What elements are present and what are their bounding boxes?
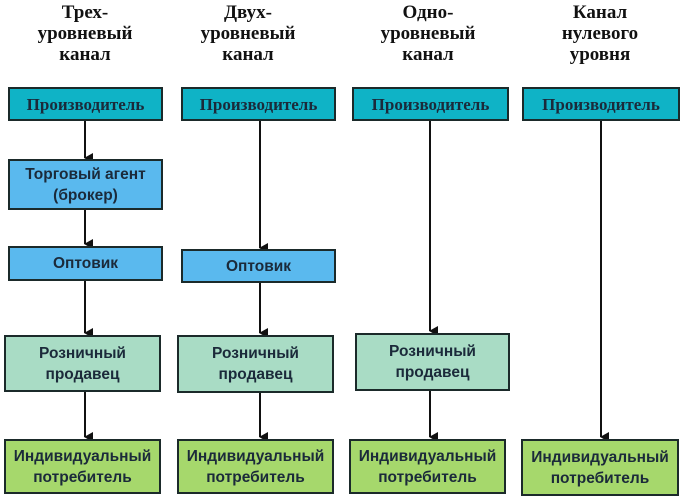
- c2-retailer-box: Розничный продавец: [177, 335, 334, 393]
- c3-retailer-box: Розничный продавец: [355, 333, 510, 391]
- c2-wholesaler-box: Оптовик: [181, 249, 336, 283]
- c2-consumer-box: Индивидуальный потребитель: [177, 439, 334, 494]
- c1-broker-box: Торговый агент (брокер): [8, 159, 163, 210]
- col1-title: Трех- уровневый канал: [37, 2, 133, 65]
- c1-retailer-box: Розничный продавец: [4, 335, 161, 392]
- c1-wholesaler-box: Оптовик: [8, 246, 163, 281]
- c1-consumer-box: Индивидуальный потребитель: [4, 439, 161, 494]
- c3-producer-box: Производитель: [352, 87, 509, 121]
- c4-consumer-box: Индивидуальный потребитель: [521, 439, 679, 496]
- col2-title: Двух- уровневый канал: [200, 2, 296, 65]
- col4-title: Канал нулевого уровня: [561, 2, 639, 65]
- c2-producer-box: Производитель: [181, 87, 336, 121]
- c3-consumer-box: Индивидуальный потребитель: [349, 439, 506, 494]
- c4-producer-box: Производитель: [522, 87, 680, 121]
- col3-title: Одно- уровневый канал: [380, 2, 476, 65]
- c1-producer-box: Производитель: [8, 87, 163, 121]
